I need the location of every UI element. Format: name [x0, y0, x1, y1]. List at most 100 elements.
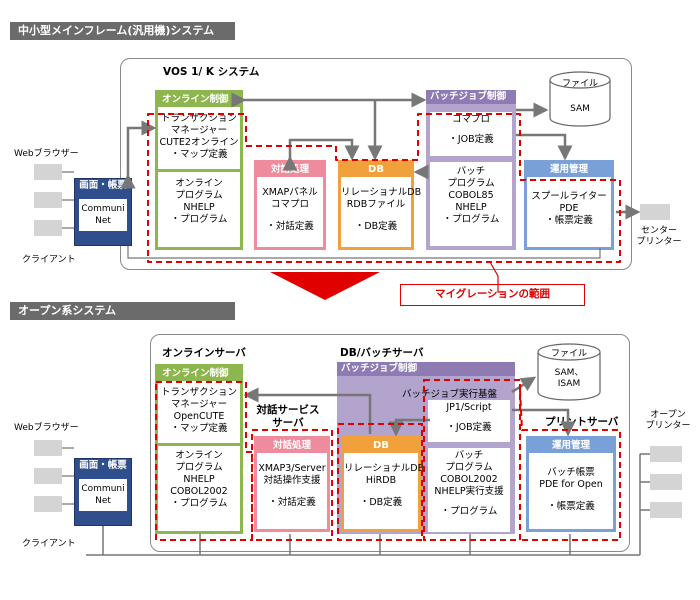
section-header-mainframe: 中小型メインフレーム(汎用機)システム: [10, 22, 235, 40]
mf-client-header: 画面・帳票: [79, 180, 127, 191]
text: ・プログラム: [442, 214, 500, 225]
mf-batch-control: バッチジョブ制御 コマプロ ・JOB定義 バッチ プログラム COBOL85 N…: [426, 90, 516, 250]
migration-scope-label: マイグレーションの範囲: [400, 284, 585, 306]
mf-web-label: Webブラウザー: [14, 149, 79, 159]
text: オンライン: [175, 450, 223, 461]
open-printer-icon-2: [650, 474, 682, 490]
mf-db-body: リレーショナルDB RDBファイル ・DB定義: [341, 187, 421, 233]
text: プリンター: [636, 237, 682, 247]
open-db-body: リレーショナルDB HiRDB ・DB定義: [344, 463, 424, 509]
mf-online-header: オンライン制御: [158, 93, 240, 107]
section-header-open: オープン系システム: [10, 302, 235, 320]
open-online-control: オンライン制御 トランザクション マネージャー OpenCUTE ・マップ定義 …: [155, 364, 243, 534]
open-terminal-2: [34, 468, 62, 484]
open-terminal-1: [34, 440, 62, 456]
text: 対話操作支援: [263, 475, 321, 486]
text: サーバ: [272, 417, 304, 429]
mf-client-box: 画面・帳票 Communi Net: [74, 178, 132, 246]
text: CUTE2オンライン: [159, 137, 239, 148]
text: ・JOB定義: [446, 422, 492, 433]
taiwa-service-server-title: 対話サービス サーバ: [252, 404, 324, 430]
text: コマプロ: [270, 199, 309, 210]
text: XMAPパネル: [262, 187, 318, 198]
open-printer-label: オープン プリンター: [640, 410, 696, 432]
text: バッチ: [456, 166, 486, 177]
text: OpenCUTE: [173, 411, 225, 422]
text: オープン: [650, 410, 686, 420]
text: プログラム: [445, 462, 493, 473]
open-printer-icon-3: [650, 502, 682, 518]
text: ・対話定義: [266, 221, 314, 232]
text: ・DB定義: [359, 497, 403, 508]
text: COBOL2002: [170, 486, 228, 497]
open-online-header: オンライン制御: [158, 367, 240, 381]
text: ・マップ定義: [170, 423, 228, 434]
mf-taiwa: 対話処理 XMAPパネル コマプロ ・対話定義: [254, 160, 326, 250]
text: SAM、: [554, 368, 584, 378]
open-unyo: 運用管理 バッチ帳票 PDE for Open ・帳票定義: [526, 436, 616, 532]
open-db-header: DB: [344, 439, 418, 453]
text: マネージャー: [170, 125, 228, 136]
mf-batch-program: バッチ プログラム COBOL85 NHELP ・プログラム: [430, 162, 512, 246]
text: マネージャー: [170, 399, 228, 410]
center-printer-icon: [640, 204, 670, 220]
open-tp-manager: トランザクション マネージャー OpenCUTE ・マップ定義: [158, 387, 240, 435]
text: NHELP実行支援: [434, 486, 504, 497]
text: スプールライター: [531, 191, 607, 202]
text: トランザクション: [160, 387, 237, 398]
mf-file-label: ファイル: [561, 79, 598, 89]
open-migration-scope: [155, 379, 621, 541]
text: NHELP: [455, 202, 487, 213]
open-file-cylinder-icon: [537, 343, 601, 401]
text: オンライン: [175, 178, 223, 189]
batch-exec-base-label: バッチジョブ実行基盤: [402, 389, 498, 400]
divider: [158, 169, 240, 172]
text: ・プログラム: [440, 506, 498, 517]
open-client-body: Communi Net: [79, 479, 127, 511]
text: JP1/Script: [446, 402, 492, 413]
open-online-program: オンライン プログラム NHELP COBOL2002 ・プログラム: [158, 450, 240, 510]
mf-batch-header: バッチジョブ制御: [426, 90, 516, 104]
mf-unyo-header: 運用管理: [527, 163, 611, 177]
open-printer-icon-1: [650, 446, 682, 462]
text: Net: [95, 496, 111, 506]
mf-batch-top: コマプロ ・JOB定義: [430, 112, 512, 156]
text: PDE: [559, 203, 579, 214]
text: ・プログラム: [170, 498, 228, 509]
open-batch-top: JP1/Script ・JOB定義: [428, 400, 510, 442]
text: NHELP: [183, 474, 215, 485]
open-client-header: 画面・帳票: [79, 460, 127, 471]
mf-online-program: オンライン プログラム NHELP ・プログラム: [158, 178, 240, 226]
text: COBOL85: [448, 190, 494, 201]
open-file-sub: SAM、 ISAM: [536, 368, 602, 390]
divider: [158, 443, 240, 446]
text: ・対話定義: [268, 497, 316, 508]
text: NHELP: [183, 202, 215, 213]
open-file-label: ファイル: [550, 349, 587, 359]
text: バッチ: [454, 450, 484, 461]
text: 対話サービス: [256, 404, 320, 416]
text: プログラム: [175, 190, 223, 201]
open-client-label: クライアント: [22, 539, 76, 549]
open-taiwa-body: XMAP3/Server 対話操作支援 ・対話定義: [257, 463, 327, 509]
text: ISAM: [557, 379, 581, 389]
mf-migration-scope: [147, 113, 621, 263]
text: Communi: [81, 484, 125, 494]
open-unyo-header: 運用管理: [529, 439, 613, 453]
migration-arrow-icon: [270, 272, 380, 300]
mf-terminal-3: [34, 220, 62, 236]
text: PDE for Open: [539, 479, 603, 490]
text: Net: [95, 216, 111, 226]
text: COBOL2002: [440, 474, 498, 485]
mf-terminal-2: [34, 192, 62, 208]
open-db: DB リレーショナルDB HiRDB ・DB定義: [341, 436, 424, 532]
text: HiRDB: [365, 475, 397, 486]
text: バッチ帳票: [547, 467, 595, 478]
mf-online-control: オンライン制御 トランザクション マネージャー CUTE2オンライン ・マップ定…: [155, 90, 243, 250]
open-terminal-3: [34, 496, 62, 512]
text: トランザクション: [160, 113, 237, 124]
text: コマプロ: [451, 114, 490, 125]
center-printer-label: センター プリンター: [628, 226, 690, 248]
text: プログラム: [175, 462, 223, 473]
